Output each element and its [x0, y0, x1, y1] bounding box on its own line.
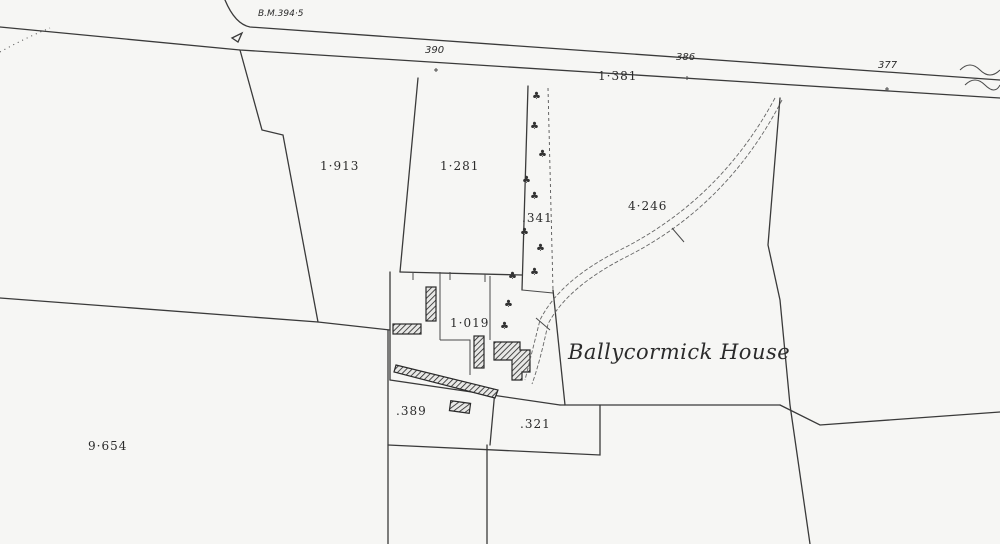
- area-south-small-b: .321: [520, 417, 551, 431]
- field-boundary-east: [767, 97, 811, 544]
- area-north-center: 1·281: [440, 159, 480, 173]
- map-edge-mark: [959, 64, 1000, 76]
- road-north-edge: [224, 0, 1000, 81]
- field-boundary-yard-east: [552, 289, 566, 406]
- track-tick-2: [535, 317, 551, 331]
- field-boundary-center-west: [399, 77, 419, 273]
- area-north-west: 1·913: [320, 159, 360, 173]
- benchmark-label: B.M.394·5: [258, 9, 304, 19]
- building-house: [493, 341, 531, 381]
- spot-height-377: 377: [878, 60, 898, 71]
- benchmark-arrow: [230, 31, 244, 43]
- field-boundary-far-east: [779, 404, 1000, 426]
- area-tree-strip: .341: [522, 211, 553, 225]
- hedge-line-top-left: [0, 27, 51, 53]
- tree-icon: ♣: [500, 321, 509, 332]
- spot-cross-386: [685, 76, 689, 80]
- building-long-range: [393, 364, 499, 399]
- tree-icon: ♣: [530, 121, 539, 132]
- field-boundary-west-1: [239, 49, 319, 323]
- track-line-b: [531, 99, 783, 385]
- tree-icon: ♣: [504, 299, 513, 310]
- tree-icon: ♣: [530, 267, 539, 278]
- building-small-south: [448, 399, 472, 415]
- track-line-a: [524, 97, 776, 381]
- field-boundary-yard-south: [387, 404, 601, 456]
- area-road-strip: 1·381: [598, 69, 638, 83]
- track-tick: [671, 227, 685, 243]
- field-boundary-horizontal-west: [0, 297, 391, 331]
- map-edge-mark-2: [964, 79, 1000, 91]
- tree-icon: ♣: [536, 243, 545, 254]
- area-south-small-a: .389: [396, 404, 427, 418]
- building-1: [425, 286, 437, 322]
- tree-icon: ♣: [520, 227, 529, 238]
- tree-icon: ♣: [532, 91, 541, 102]
- tree-icon: ♣: [508, 271, 517, 282]
- yard-inner-3: [521, 289, 554, 294]
- area-south-west-large: 9·654: [88, 439, 128, 453]
- road-south-edge: [0, 26, 1000, 99]
- tree-icon: ♣: [538, 149, 547, 160]
- building-2: [392, 323, 422, 335]
- tree-icon: ♣: [530, 191, 539, 202]
- building-3: [473, 335, 485, 369]
- area-house-yard: 1·019: [450, 316, 490, 330]
- place-name-ballycormick-house: Ballycormick House: [568, 340, 791, 364]
- field-boundary-tree-strip-west: [521, 85, 529, 291]
- yard-north-wall: [399, 271, 523, 276]
- spot-height-386: 386: [676, 52, 696, 63]
- area-north-east: 4·246: [628, 199, 668, 213]
- spot-cross-377: [885, 87, 889, 91]
- field-boundary-tree-strip-east: [547, 87, 554, 291]
- spot-height-390: 390: [425, 45, 445, 56]
- spot-cross-390: [434, 68, 438, 72]
- tree-icon: ♣: [522, 175, 531, 186]
- field-boundary-south-mid: [489, 389, 496, 446]
- yard-inner-h: [440, 339, 471, 375]
